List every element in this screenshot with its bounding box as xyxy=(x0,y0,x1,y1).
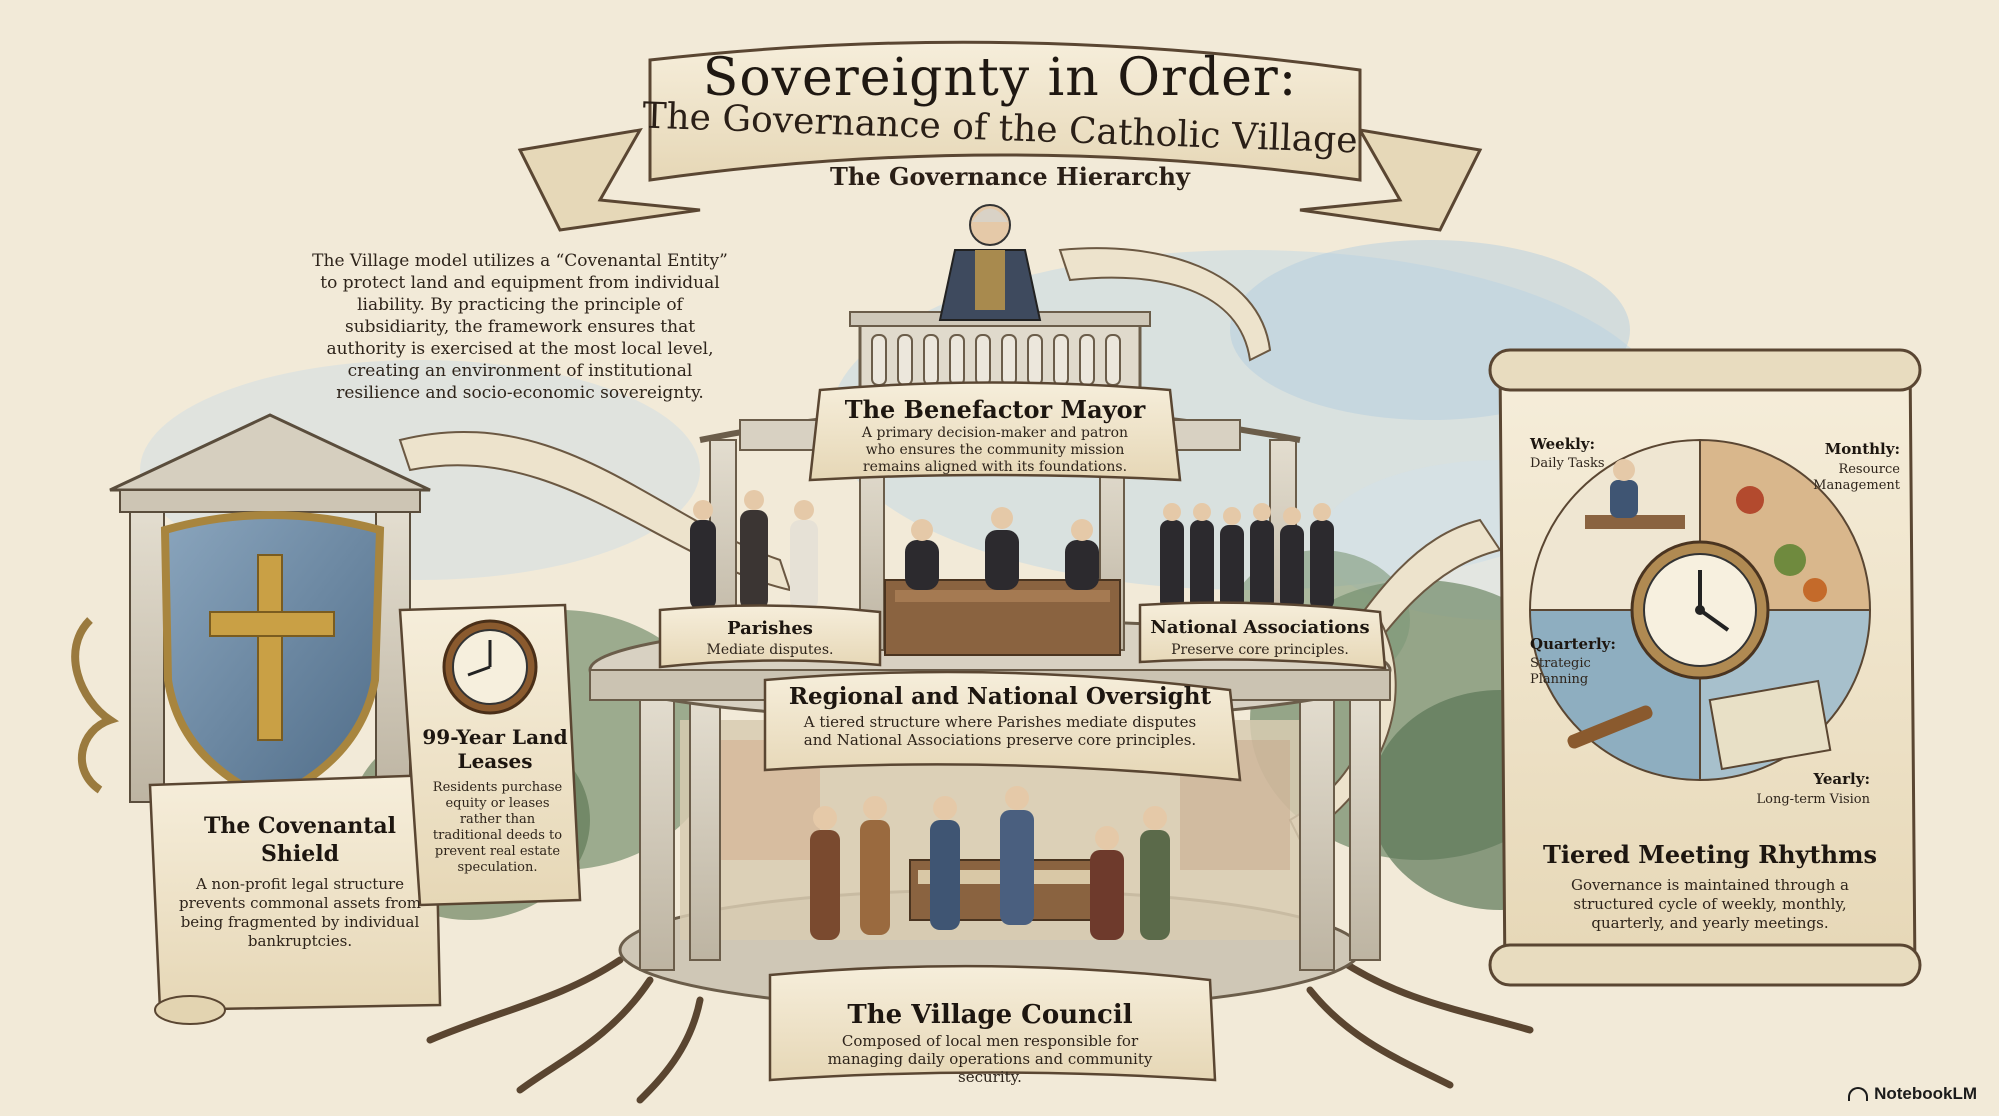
quarterly-desc: Strategic Planning xyxy=(1530,656,1591,687)
shield-scroll xyxy=(148,773,442,1012)
council-desc: Composed of local men responsible for ma… xyxy=(827,1032,1153,1086)
page-title: Sovereignty in Order: xyxy=(702,48,1298,108)
monthly-label: Monthly: xyxy=(1824,440,1900,458)
associations-title: National Associations xyxy=(1150,617,1370,638)
weekly-label: Weekly: xyxy=(1530,435,1596,453)
notebooklm-icon xyxy=(1848,1087,1869,1101)
yearly-desc: Long-term Vision xyxy=(1756,792,1870,807)
parishes-desc: Mediate disputes. xyxy=(706,642,834,658)
meeting-cycle-wheel xyxy=(1528,438,1872,782)
clock-icon xyxy=(442,619,538,715)
leases-desc: Residents purchase equity or leases rath… xyxy=(432,780,563,875)
tree-roots xyxy=(426,956,1534,1104)
mayor-banner xyxy=(808,381,1182,482)
temple-facade xyxy=(71,413,431,803)
mayor-title: The Benefactor Mayor xyxy=(844,395,1146,424)
rhythms-title: Tiered Meeting Rhythms xyxy=(1543,840,1877,869)
shield-title: The Covenantal Shield xyxy=(203,813,396,867)
council-banner xyxy=(768,964,1217,1082)
quarterly-label: Quarterly: xyxy=(1530,635,1616,653)
monthly-desc: Resource Management xyxy=(1813,462,1900,493)
notebooklm-label: NotebookLM xyxy=(1874,1084,1977,1103)
notebooklm-logo: NotebookLM xyxy=(1848,1084,1977,1104)
leases-title: 99-Year Land Leases xyxy=(422,725,568,773)
parishes-title: Parishes xyxy=(727,618,813,639)
intro-text: The Village model utilizes a “Covenantal… xyxy=(312,251,728,403)
oversight-desc: A tiered structure where Parishes mediat… xyxy=(803,713,1197,749)
rhythms-desc: Governance is maintained through a struc… xyxy=(1571,876,1849,932)
associations-desc: Preserve core principles. xyxy=(1171,642,1349,658)
hierarchy-heading: The Governance Hierarchy xyxy=(830,162,1190,191)
associations-banner xyxy=(1138,601,1387,670)
title-banner xyxy=(517,40,1483,232)
yearly-label: Yearly: xyxy=(1813,770,1870,788)
covenantal-shield-icon xyxy=(160,511,385,805)
oversight-title: Regional and National Oversight xyxy=(788,683,1212,710)
parishes-banner xyxy=(658,604,882,669)
council-title: The Village Council xyxy=(847,1000,1133,1030)
weekly-desc: Daily Tasks xyxy=(1530,456,1605,471)
oversight-banner xyxy=(763,670,1242,782)
mayor-desc: A primary decision-maker and patron who … xyxy=(861,425,1129,475)
shield-desc: A non-profit legal structure prevents co… xyxy=(179,875,421,950)
